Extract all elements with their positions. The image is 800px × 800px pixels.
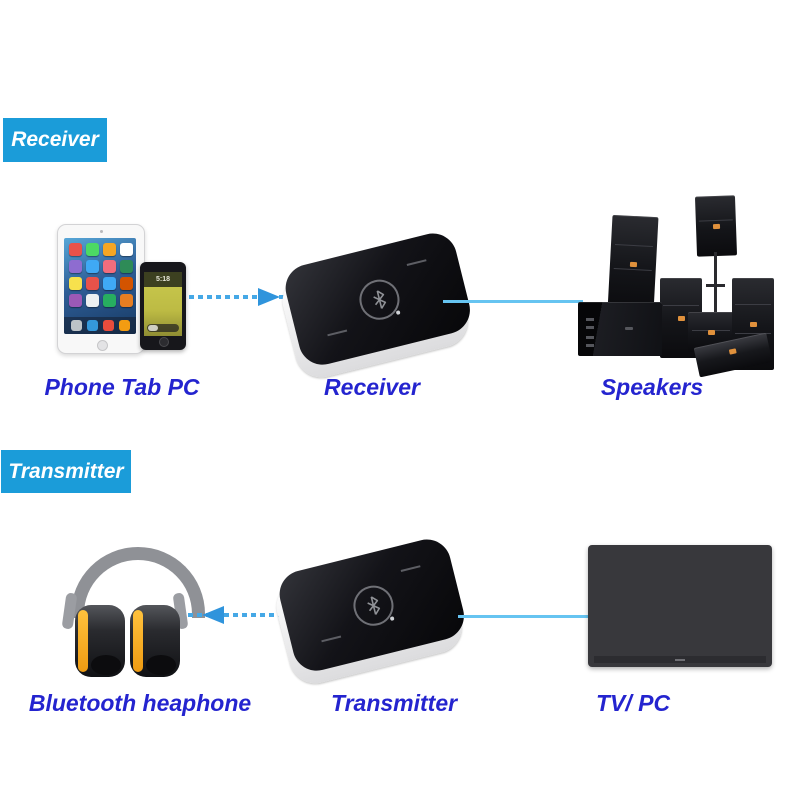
receiver-device-face xyxy=(280,228,476,370)
receiver-solid-line xyxy=(443,300,583,303)
caption-bluetooth-heaphone: Bluetooth heaphone xyxy=(28,690,252,716)
smartphone-unlock-slider xyxy=(147,324,179,332)
ipad-dock-grid xyxy=(64,317,136,334)
headphone-cup-left xyxy=(75,605,125,677)
tablet-camera-dot xyxy=(100,230,103,233)
bluetooth-logo-icon xyxy=(348,581,398,631)
speakers-image xyxy=(576,188,776,378)
ipad-icon-grid xyxy=(69,243,133,307)
transmitter-device-face xyxy=(274,534,470,676)
device-rx-mark xyxy=(327,330,348,337)
caption-phone-tab-pc: Phone Tab PC xyxy=(44,374,200,400)
device-led-dot xyxy=(389,616,395,622)
headphones-image xyxy=(55,543,205,683)
smartphone-image: 5:18 xyxy=(140,262,186,350)
caption-receiver: Receiver xyxy=(324,374,420,400)
device-tx-mark xyxy=(406,259,427,267)
receiver-section-band: Receiver xyxy=(3,118,107,162)
speaker-stand-crossbar xyxy=(706,284,725,287)
smartphone-screen: 5:18 xyxy=(144,272,182,336)
receiver-arrow-right-icon xyxy=(258,288,280,306)
subwoofer-left xyxy=(578,302,662,356)
receiver-device xyxy=(277,228,477,383)
transmitter-device xyxy=(271,534,471,689)
speaker-tall-left xyxy=(607,214,659,314)
receiver-band-label: Receiver xyxy=(11,128,99,151)
speaker-stand-pole xyxy=(714,252,717,322)
tablet-home-button xyxy=(96,340,108,351)
transmitter-band-label: Transmitter xyxy=(8,459,124,483)
tv-image xyxy=(588,545,772,667)
tv-screen-flowers xyxy=(594,551,766,654)
caption-transmitter: Transmitter xyxy=(330,690,458,716)
headphone-cup-right xyxy=(130,605,180,677)
transmitter-section-band: Transmitter xyxy=(1,450,131,493)
tv-brand-mark xyxy=(675,658,685,661)
receiver-dashed-line xyxy=(189,295,305,299)
smartphone-home-button xyxy=(159,337,169,347)
tablet-screen xyxy=(64,238,136,334)
device-rx-mark xyxy=(321,636,342,643)
transmitter-solid-line xyxy=(458,615,592,618)
transmitter-dashed-line xyxy=(188,613,293,617)
smartphone-clock: 5:18 xyxy=(144,272,182,287)
tablet-image xyxy=(57,224,145,354)
caption-speakers: Speakers xyxy=(600,374,704,400)
transmitter-arrow-left-icon xyxy=(202,606,224,624)
tv-bottom-bezel xyxy=(594,656,766,663)
caption-tv-pc: TV/ PC xyxy=(595,690,671,716)
device-led-dot xyxy=(395,310,401,316)
device-tx-mark xyxy=(400,565,421,573)
bluetooth-logo-icon xyxy=(354,275,404,325)
speaker-on-stand xyxy=(694,195,738,257)
